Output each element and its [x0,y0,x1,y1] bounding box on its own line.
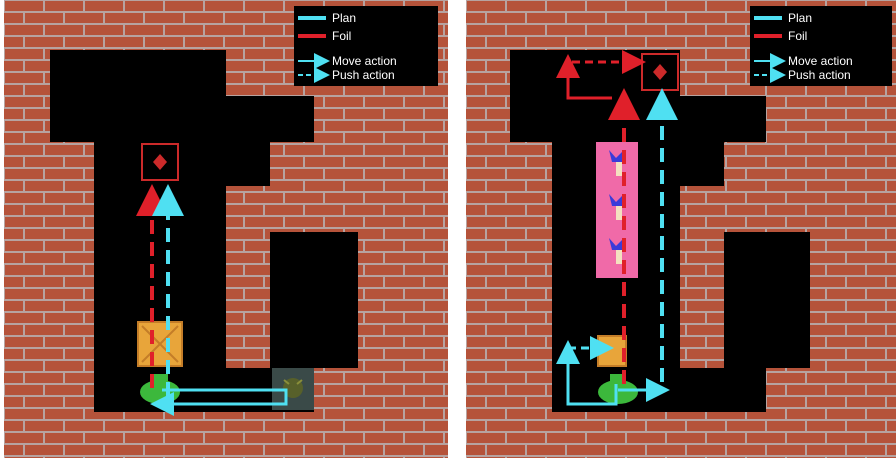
right-panel: Plan Foil Move action Push action [466,0,896,458]
legend-plan-label: Plan [788,11,812,25]
legend: Plan Foil Move action Push action [294,6,438,86]
legend-foil-label: Foil [332,29,351,43]
legend-push-label: Push action [332,68,395,82]
legend-plan-label: Plan [332,11,356,25]
crate [138,322,182,366]
barrier-column [596,142,638,278]
left-panel: Plan Foil Move action Push action [4,0,448,458]
crate [598,336,626,366]
legend-push-label: Push action [788,68,851,82]
legend: Plan Foil Move action Push action [750,6,892,86]
legend-foil-label: Foil [788,29,807,43]
legend-move-label: Move action [788,54,853,68]
legend-move-label: Move action [332,54,397,68]
